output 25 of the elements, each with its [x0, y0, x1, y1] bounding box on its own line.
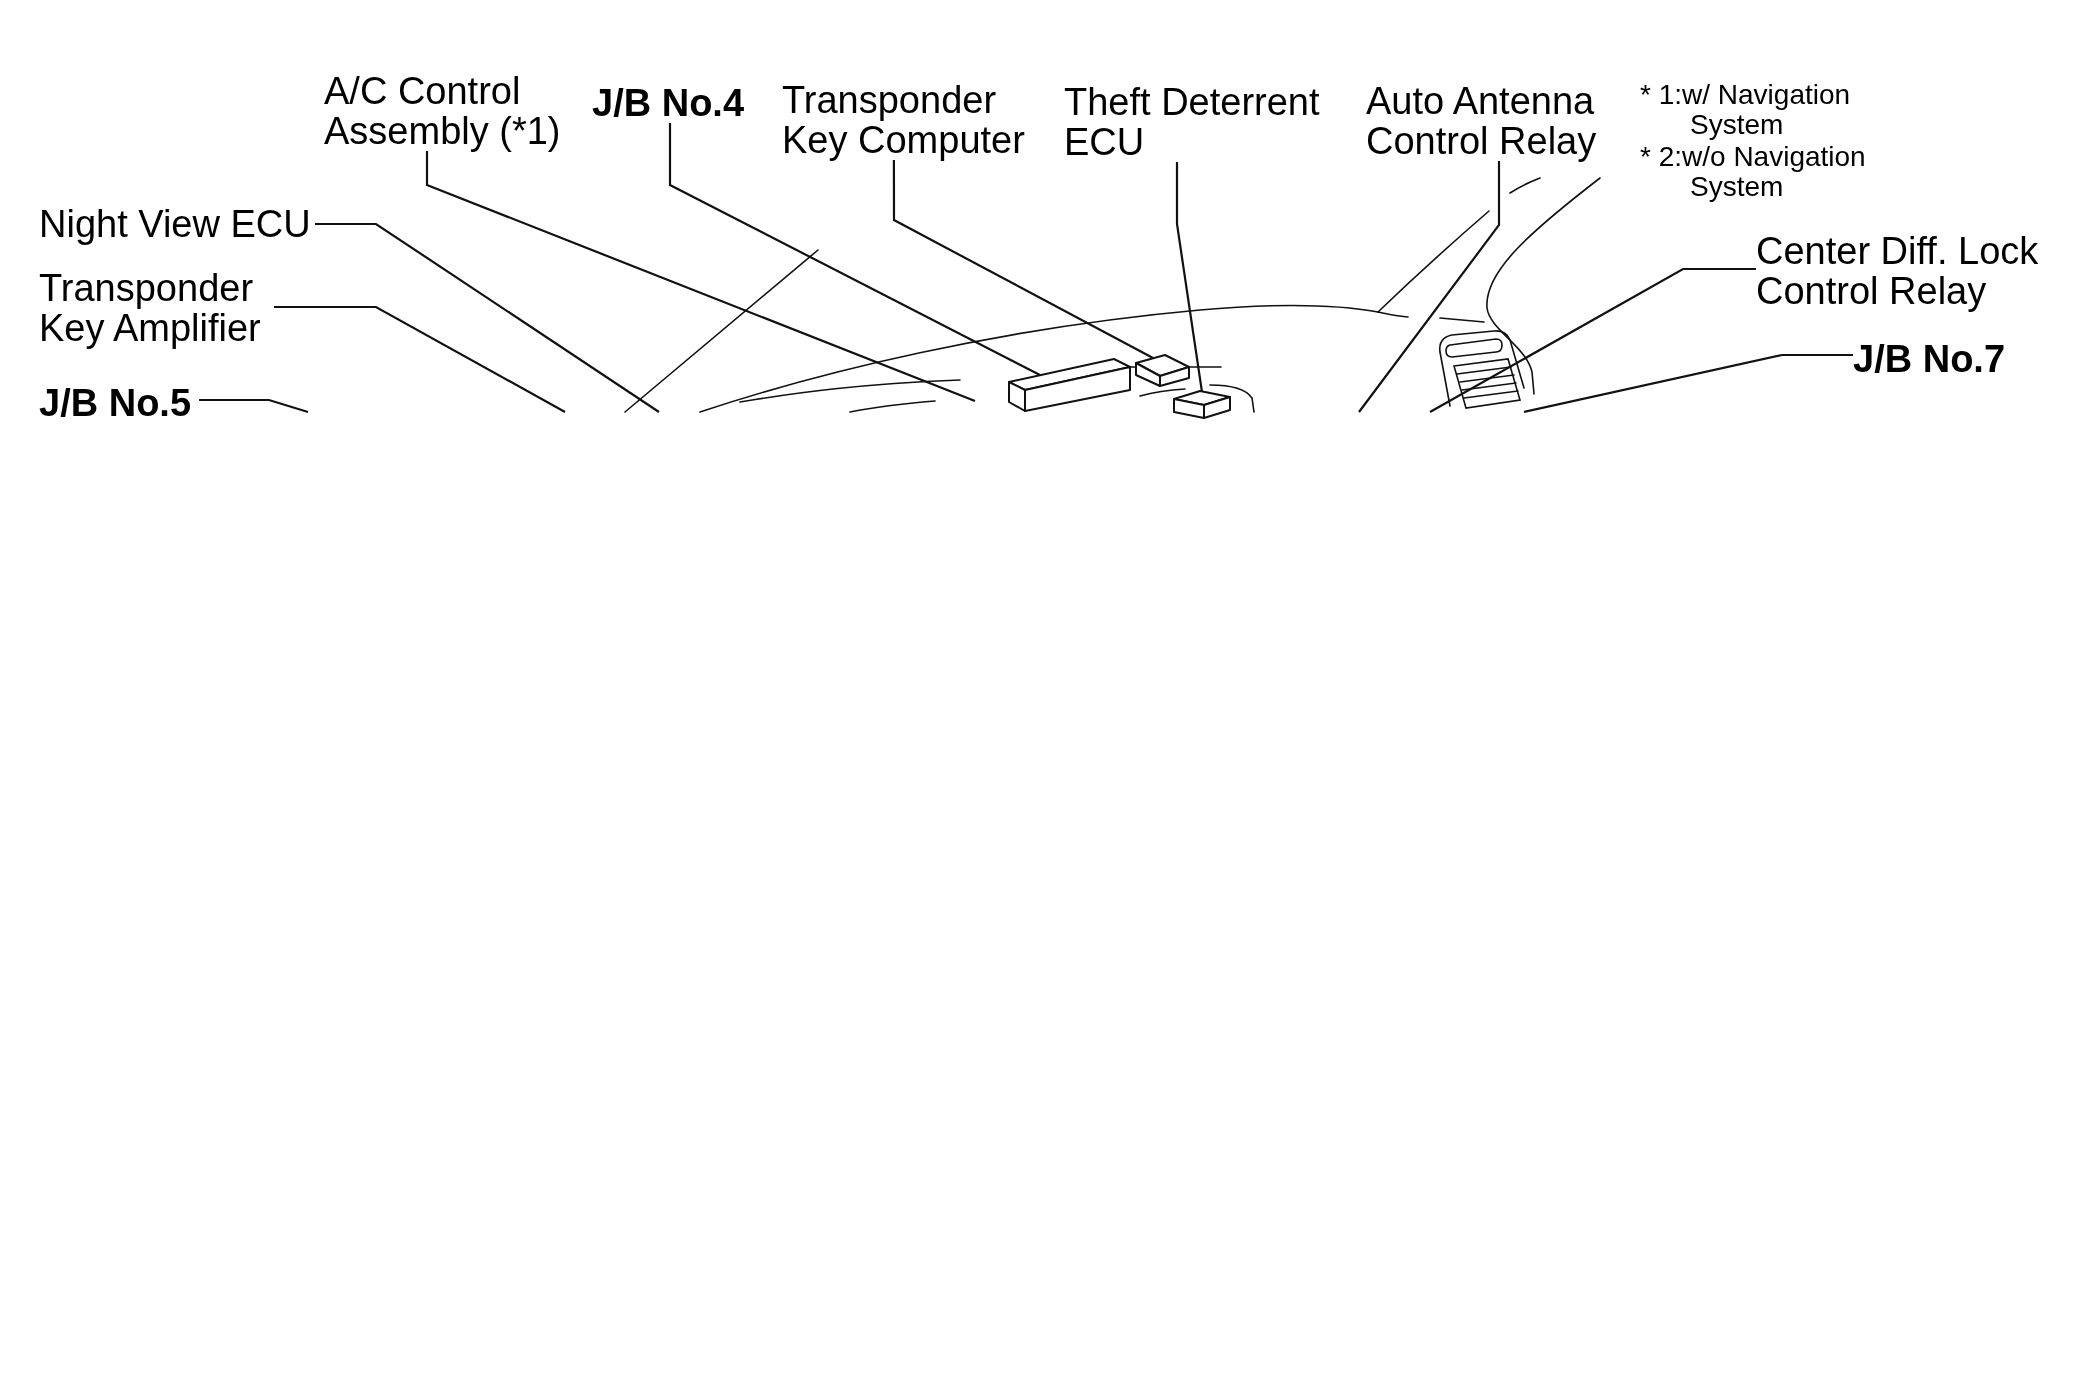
footnote: * 1:w/ Navigation System [1640, 80, 1852, 140]
leader-line [892, 160, 1154, 359]
leader-line [425, 151, 976, 403]
module-box [1172, 389, 1232, 420]
leader-line [315, 222, 660, 413]
part-label: J/B No.4 [592, 83, 752, 123]
leader-line [1523, 353, 1853, 414]
part-label: J/B No.7 [1853, 339, 2013, 379]
part-label: Auto Antenna Control Relay [1366, 81, 1611, 161]
part-label: Night View ECU [39, 204, 315, 244]
module-box [1007, 357, 1132, 413]
footnote: * 2:w/o Navigation System [1640, 142, 1867, 202]
part-label: Theft Deterrent ECU [1064, 82, 1334, 162]
leader-line [274, 305, 566, 413]
part-label: Transponder Key Amplifier [39, 268, 274, 348]
part-label: A/C Control Assembly (*1) [324, 71, 574, 151]
part-label: J/B No.5 [39, 383, 199, 423]
leader-line [1429, 267, 1756, 413]
part-label: Center Diff. Lock Control Relay [1756, 231, 2056, 311]
part-label: Transponder Key Computer [782, 80, 1037, 160]
leader-line [1358, 161, 1501, 413]
leader-line [199, 398, 309, 414]
leader-line [668, 123, 1041, 376]
module-box [1134, 353, 1191, 388]
leader-line [1175, 162, 1204, 393]
